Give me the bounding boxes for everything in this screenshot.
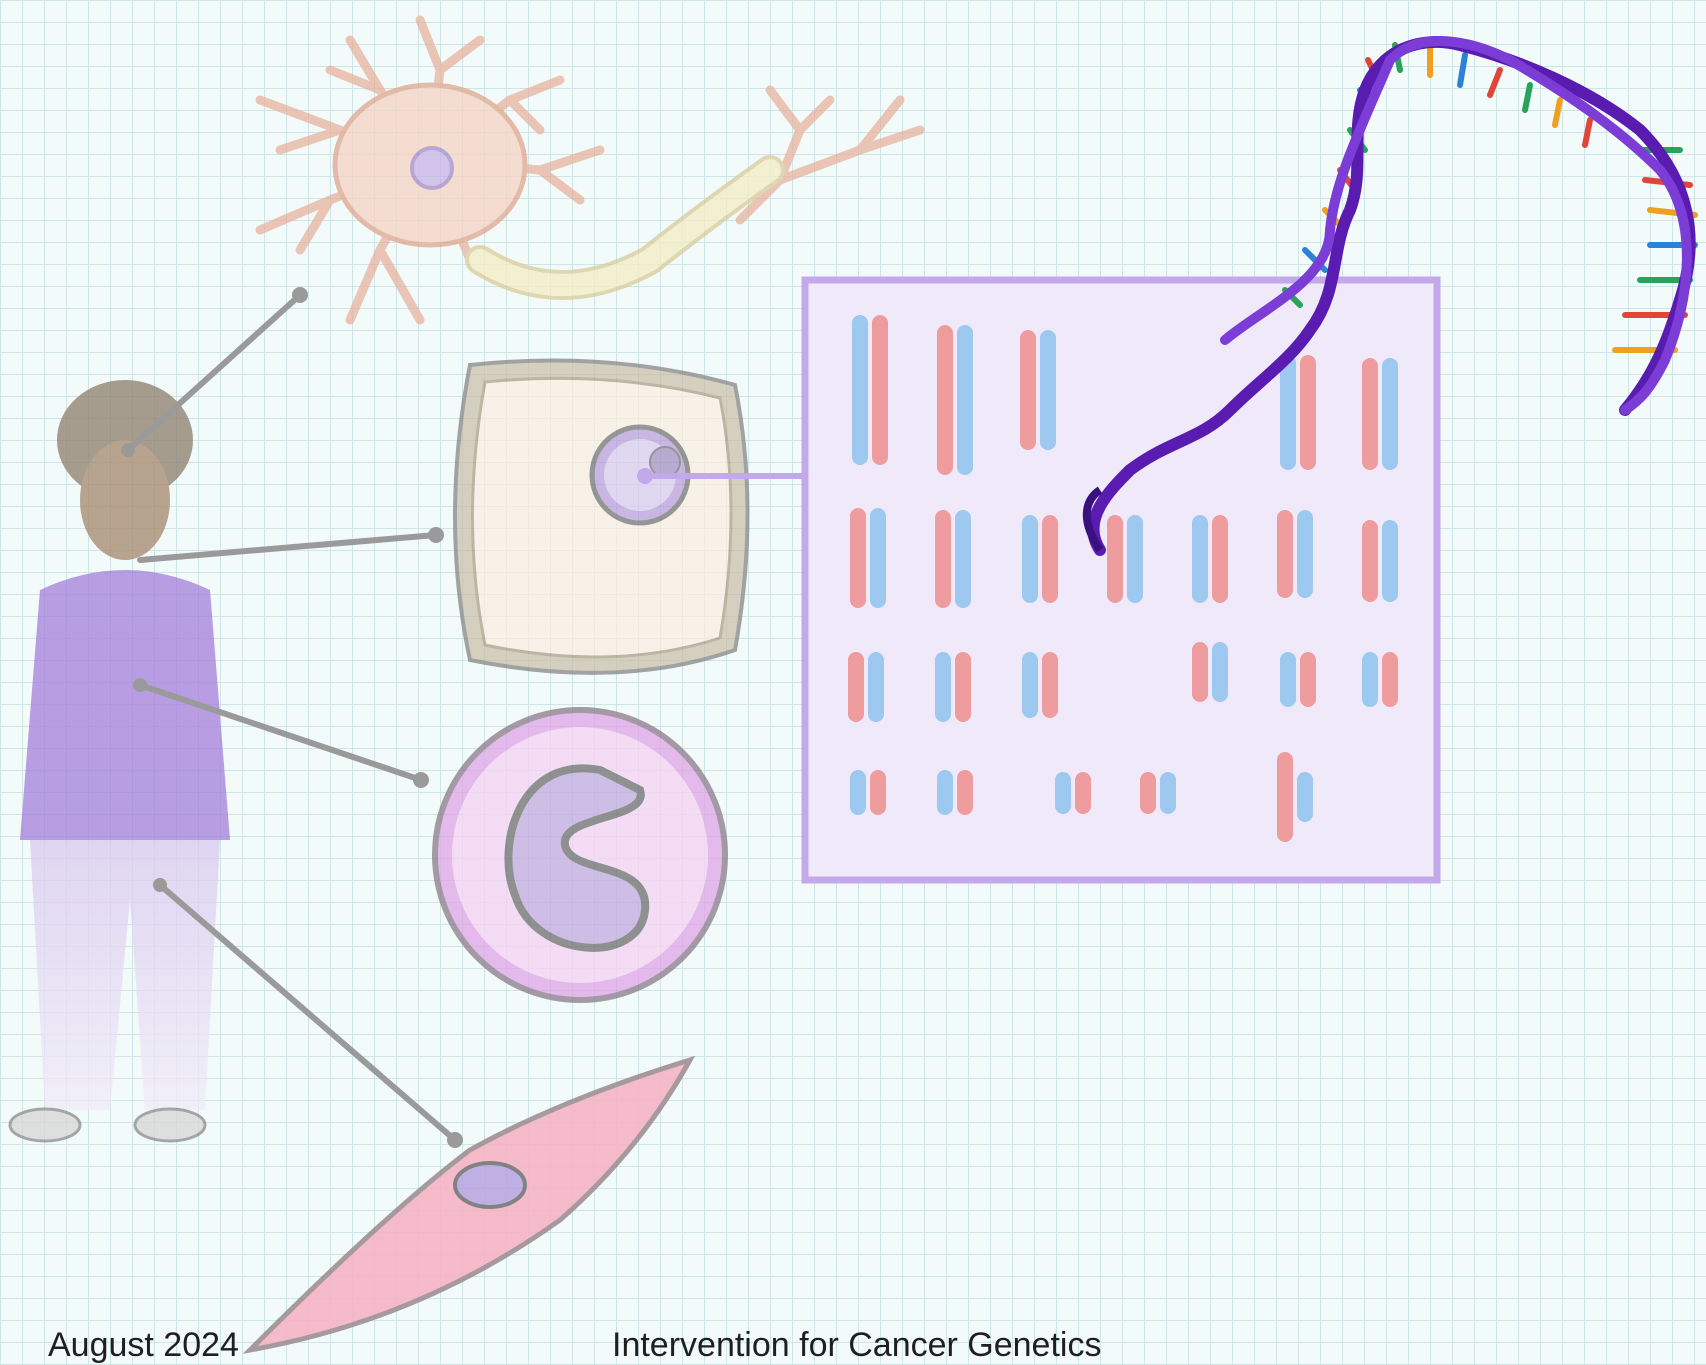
muscle-cell — [250, 1060, 690, 1350]
footer-organization: Intervention for Cancer Genetics — [612, 1326, 1101, 1365]
footer-date: August 2024 — [48, 1326, 239, 1365]
plant-like-cell — [455, 361, 748, 673]
round-cell-with-nucleus — [435, 710, 725, 1000]
person-figure — [10, 380, 230, 1141]
neuron-cell — [260, 20, 920, 320]
karyotype-panel — [805, 280, 1437, 880]
